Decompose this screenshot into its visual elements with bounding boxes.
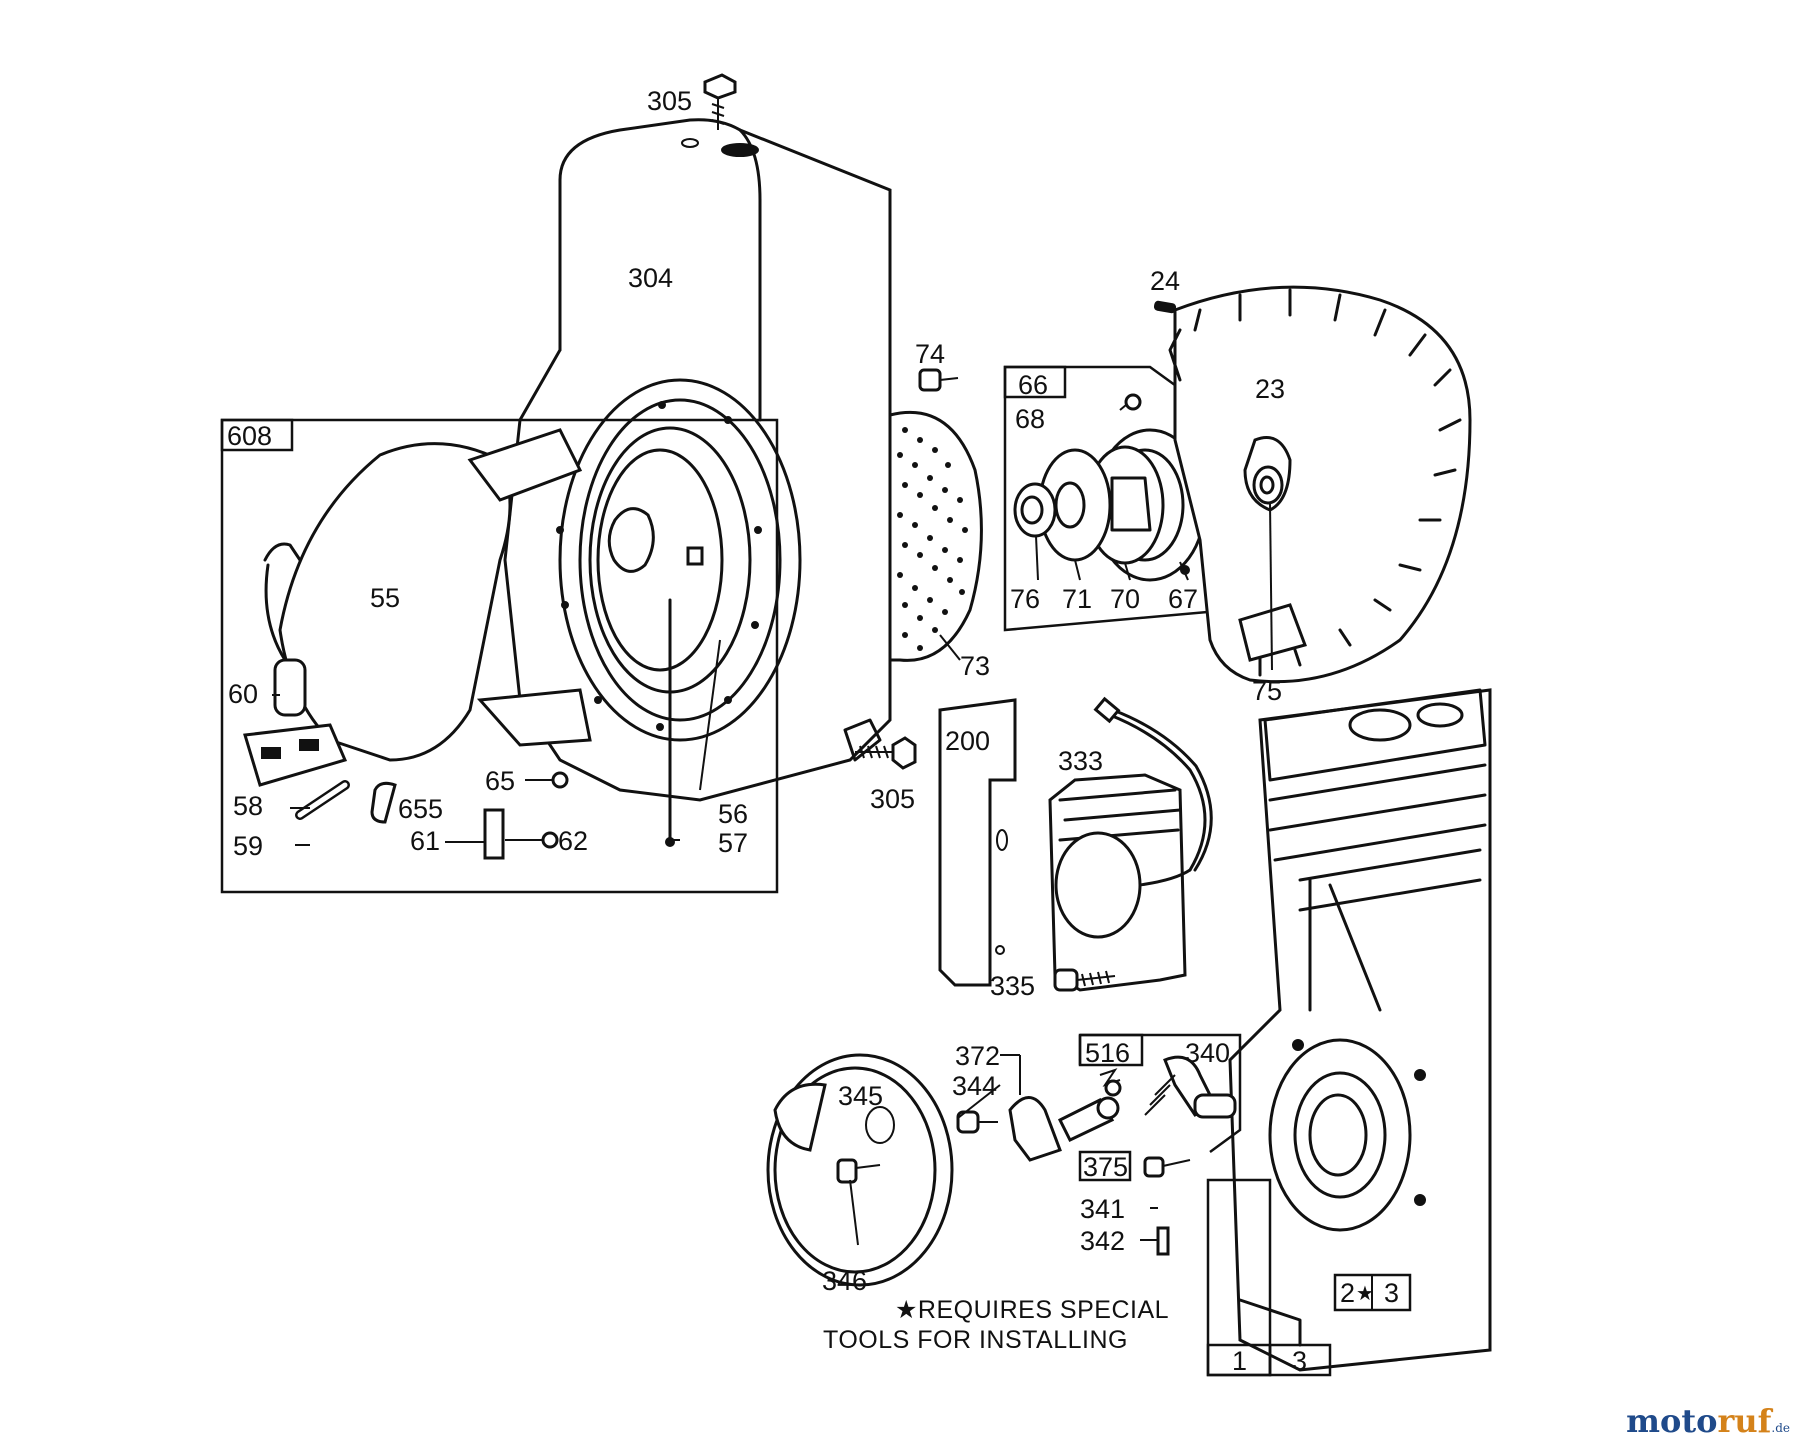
label-58: 58 xyxy=(233,791,263,821)
label-200: 200 xyxy=(945,726,990,756)
label-372: 372 xyxy=(955,1041,1000,1071)
label-67: 67 xyxy=(1168,584,1198,614)
label-56: 56 xyxy=(718,799,748,829)
label-375: 375 xyxy=(1083,1152,1128,1182)
label-516: 516 xyxy=(1085,1038,1130,1068)
label-304: 304 xyxy=(628,263,673,293)
label-608: 608 xyxy=(227,421,272,451)
label-star: ★ xyxy=(1356,1283,1374,1305)
label-57: 57 xyxy=(718,828,748,858)
label-333: 333 xyxy=(1058,746,1103,776)
label-305-mid: 305 xyxy=(870,784,915,814)
ignition-armature-333 xyxy=(1048,696,1213,992)
label-62: 62 xyxy=(558,826,588,856)
starter-assembly-box-608 xyxy=(220,418,779,894)
label-75: 75 xyxy=(1252,676,1282,706)
label-341: 341 xyxy=(1080,1194,1125,1224)
label-76: 76 xyxy=(1010,584,1040,614)
label-23: 23 xyxy=(1255,374,1285,404)
label-342: 342 xyxy=(1080,1226,1125,1256)
label-60: 60 xyxy=(228,679,258,709)
label-73: 73 xyxy=(960,651,990,681)
label-71: 71 xyxy=(1062,584,1092,614)
screw-305-top xyxy=(703,73,737,130)
label-55: 55 xyxy=(370,583,400,613)
breaker-points-box xyxy=(956,1033,1242,1256)
label-346: 346 xyxy=(822,1266,867,1296)
screw-335 xyxy=(1053,968,1116,992)
part-labels: 305 304 608 55 60 58 59 655 65 61 62 56 … xyxy=(227,86,1399,1376)
blower-housing-304 xyxy=(503,118,892,847)
special-tools-note: ★REQUIRES SPECIAL TOOLS FOR INSTALLING xyxy=(823,1296,1169,1354)
flywheel-magnet-345 xyxy=(766,1053,954,1287)
motoruf-logo: motoruf.de xyxy=(1626,1402,1790,1440)
screw-305-mid xyxy=(855,736,917,770)
screw-74 xyxy=(918,368,959,392)
label-74: 74 xyxy=(915,339,945,369)
label-59: 59 xyxy=(233,831,263,861)
label-boxes-bottom xyxy=(1206,1178,1412,1377)
note-line-2: TOOLS FOR INSTALLING xyxy=(823,1326,1128,1354)
logo-part-2: ruf xyxy=(1717,1402,1772,1440)
leader-lines xyxy=(272,404,1301,1345)
label-655: 655 xyxy=(398,794,443,824)
note-line-1: ★REQUIRES SPECIAL xyxy=(895,1296,1169,1324)
label-65: 65 xyxy=(485,766,515,796)
label-305-top: 305 xyxy=(647,86,692,116)
label-335: 335 xyxy=(990,971,1035,1001)
logo-part-3: .de xyxy=(1771,1421,1790,1435)
rotating-screen-73 xyxy=(888,410,983,662)
label-345: 345 xyxy=(838,1081,883,1111)
label-2: 2 xyxy=(1340,1278,1355,1308)
label-68: 68 xyxy=(1015,404,1045,434)
label-344: 344 xyxy=(952,1071,997,1101)
label-3-bottom: 3 xyxy=(1292,1346,1307,1376)
label-3-box: 3 xyxy=(1384,1278,1399,1308)
label-66: 66 xyxy=(1018,370,1048,400)
clutch-assembly-box-66 xyxy=(1003,365,1232,632)
label-1: 1 xyxy=(1232,1346,1247,1376)
label-340: 340 xyxy=(1185,1038,1230,1068)
label-70: 70 xyxy=(1110,584,1140,614)
shield-200 xyxy=(938,698,1017,987)
flywheel-23 xyxy=(1153,285,1472,684)
logo-part-1: moto xyxy=(1626,1402,1718,1440)
label-24: 24 xyxy=(1150,266,1180,296)
label-61: 61 xyxy=(410,826,440,856)
